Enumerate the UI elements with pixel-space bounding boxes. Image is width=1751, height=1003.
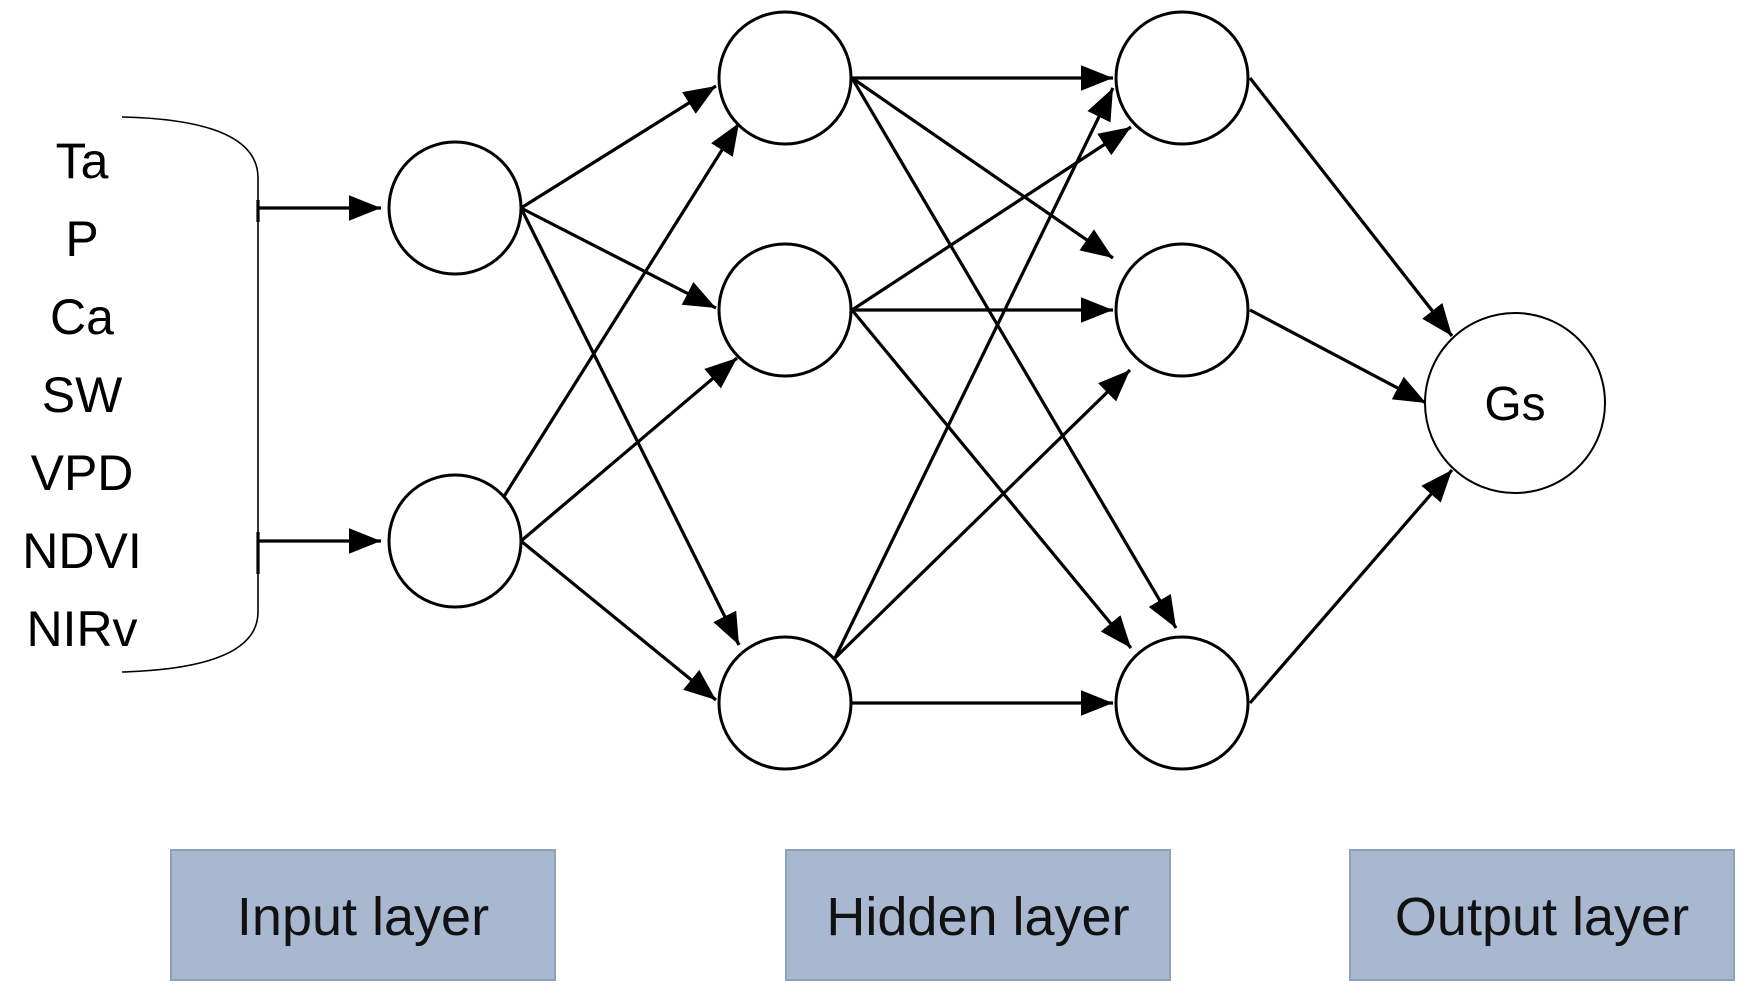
- input-variable: NDVI: [22, 523, 141, 579]
- edges-input-to-hidden1: [501, 84, 741, 702]
- connection-edge: [519, 539, 718, 702]
- connection-edge: [520, 206, 717, 310]
- connection-edge: [833, 368, 1132, 660]
- output-neuron-group: Gs: [1424, 312, 1606, 494]
- hidden-layer-2-neurons: [1114, 10, 1250, 771]
- input-brace: [121, 116, 259, 673]
- input-variable-list: Ta P Ca SW VPD NDVI NIRv: [22, 133, 141, 657]
- connection-edge: [851, 76, 1114, 260]
- hidden-neuron: [1114, 242, 1250, 378]
- layer-label-text: Hidden layer: [826, 887, 1129, 947]
- connection-edge: [1248, 468, 1454, 705]
- layer-box: [1349, 849, 1735, 981]
- connection-edge: [519, 207, 741, 646]
- output-neuron-label: Gs: [1484, 378, 1545, 431]
- input-variable: NIRv: [26, 601, 137, 657]
- hidden-neuron: [1114, 635, 1250, 771]
- hidden-layer-1-neurons: [717, 10, 853, 771]
- output-neuron: [1424, 312, 1606, 494]
- input-variable: Ta: [56, 133, 109, 189]
- connection-edge: [851, 125, 1132, 312]
- input-variable: Ca: [50, 289, 114, 345]
- input-variable: SW: [42, 367, 123, 423]
- layer-label-output: Output layer: [1349, 849, 1735, 981]
- input-edges: [256, 195, 381, 574]
- connection-edge: [501, 122, 741, 499]
- layer-label-hidden: Hidden layer: [785, 849, 1171, 981]
- connection-edge: [850, 77, 1178, 629]
- hidden-neuron: [717, 242, 853, 378]
- connection-edge: [1248, 77, 1454, 337]
- hidden-neuron: [1114, 10, 1250, 146]
- connection-edge: [519, 356, 739, 543]
- layer-box: [170, 849, 556, 981]
- connection-edge: [833, 87, 1115, 659]
- layer-box: [785, 849, 1171, 981]
- hidden-neuron: [717, 10, 853, 146]
- input-layer-neurons: [387, 140, 523, 609]
- input-neuron: [387, 473, 523, 609]
- hidden-neuron: [717, 635, 853, 771]
- edges-hidden2-to-output: [1248, 77, 1454, 705]
- input-variable: VPD: [31, 445, 134, 501]
- connection-edge: [1249, 308, 1427, 405]
- input-neuron: [387, 140, 523, 276]
- connection-edge: [520, 84, 717, 210]
- input-variable: P: [65, 211, 98, 267]
- layer-label-text: Input layer: [237, 887, 489, 947]
- layer-label-input: Input layer: [170, 849, 556, 981]
- edges-hidden1-to-hidden2: [833, 65, 1178, 716]
- layer-label-text: Output layer: [1395, 887, 1689, 947]
- connection-edge: [850, 308, 1133, 650]
